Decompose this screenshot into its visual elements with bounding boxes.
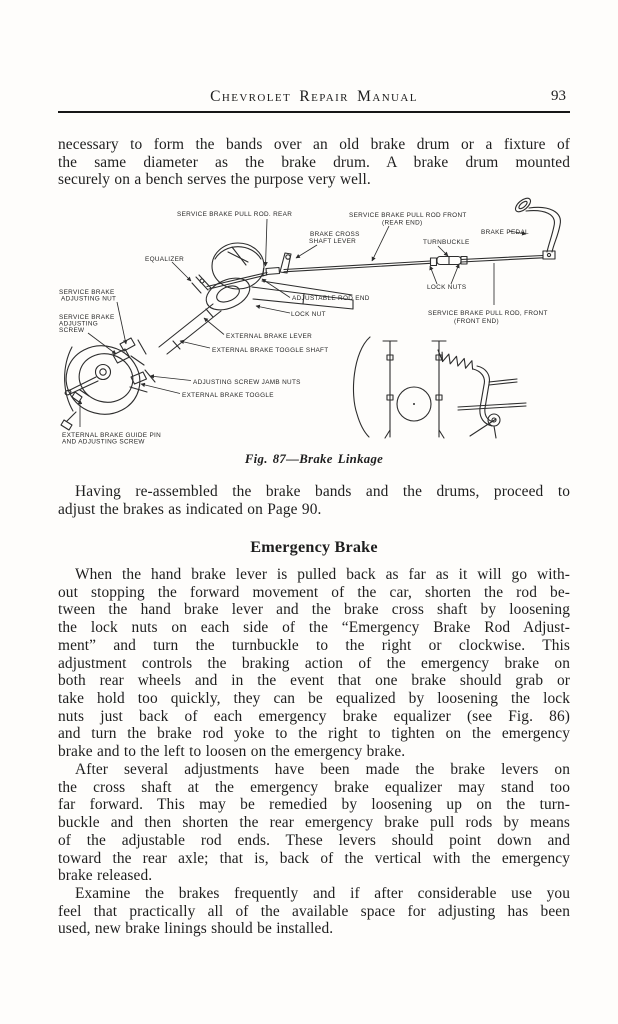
figure-label-service-brake-1: SERVICE BRAKE	[59, 289, 115, 296]
text-line: far forward. This may be remedied by loo…	[58, 796, 570, 814]
header-rule	[58, 111, 570, 113]
figure-label-rear-end: (REAR END)	[382, 220, 422, 227]
text-line: brake and to the left to loosen on the e…	[58, 743, 406, 761]
figure-label-external-brake-guide-pin: EXTERNAL BRAKE GUIDE PIN	[62, 432, 161, 439]
figure-caption: Fig. 87—Brake Linkage	[244, 452, 384, 466]
text-line: tween the hand brake lever and the brake…	[58, 601, 570, 619]
figure-label-adjusting-nut: ADJUSTING NUT	[61, 296, 116, 303]
page-title: Chevrolet Repair Manual	[210, 88, 418, 105]
text-line: When the hand brake lever is pulled back…	[75, 566, 570, 583]
text-line: used, new brake linings should be instal…	[58, 920, 334, 938]
text-line: nuts just back of each emergency brake e…	[58, 707, 570, 725]
figure-label-front-end: (FRONT END)	[454, 318, 499, 325]
figure-label-service-brake-pull-rod-rear: SERVICE BRAKE PULL ROD. REAR	[177, 211, 292, 218]
figure-label-lock-nuts: LOCK NUTS	[427, 284, 466, 291]
text-line: the same diameter as the brake drum. A b…	[58, 153, 570, 171]
text-line: both rear wheels and in the event that o…	[58, 672, 570, 690]
paragraph-having: Having re-assembled the brake bands and …	[58, 483, 570, 518]
figure-label-screw: SCREW	[59, 327, 85, 334]
text-line: toward the rear axle; that is, back of t…	[58, 849, 570, 867]
paragraph-when: When the hand brake lever is pulled back…	[58, 566, 570, 761]
figure-labels: SERVICE BRAKE PULL ROD. REAR SERVICE BRA…	[59, 211, 548, 446]
differential-drawing	[205, 242, 265, 311]
section-heading-emergency-brake: Emergency Brake	[250, 538, 378, 556]
figure-label-service-brake-2: SERVICE BRAKE	[59, 314, 115, 321]
brake-pedal-drawing	[514, 197, 561, 260]
text-line: ment” and turn the turnbuckle to the rig…	[58, 636, 570, 654]
page-number: 93	[551, 88, 566, 104]
pull-rod-drawing	[283, 254, 544, 273]
paragraph-intro: necessary to form the bands over an old …	[58, 136, 570, 189]
figure-label-adjusting-screw-jamb-nuts: ADJUSTING SCREW JAMB NUTS	[193, 379, 301, 386]
text-line: feel that practically all of the availab…	[58, 902, 570, 920]
text-line: necessary to form the bands over an old …	[58, 136, 570, 153]
figure-label-external-brake-lever: EXTERNAL BRAKE LEVER	[226, 333, 312, 340]
paragraph-examine: Examine the brakes frequently and if aft…	[58, 885, 570, 938]
figure-label-brake-cross: BRAKE CROSS	[310, 231, 360, 238]
brake-adjusters-drawing	[71, 337, 156, 403]
text-line: the cross shaft at the emergency brake e…	[58, 778, 570, 796]
figure-label-service-brake-pull-rod-front: SERVICE BRAKE PULL ROD FRONT	[349, 212, 467, 219]
text-line: adjust the brakes as indicated on Page 9…	[58, 500, 322, 518]
figure-label-and-adjusting-screw: AND ADJUSTING SCREW	[62, 439, 145, 446]
figure-label-adjusting: ADJUSTING	[59, 321, 98, 328]
figure-label-external-brake-toggle: EXTERNAL BRAKE TOGGLE	[182, 392, 274, 399]
left-axle-tube-drawing	[158, 303, 222, 355]
text-line: out stopping the forward movement of the…	[58, 583, 570, 601]
text-line: adjustment controls the braking action o…	[58, 654, 570, 672]
text-line: Having re-assembled the brake bands and …	[75, 483, 570, 500]
paragraph-after: After several adjustments have been made…	[58, 761, 570, 885]
text-line: buckle and then shorten the rear emergen…	[58, 814, 570, 832]
figure-label-service-brake-pull-rod-front-2: SERVICE BRAKE PULL ROD, FRONT	[428, 310, 548, 317]
text-line: Examine the brakes frequently and if aft…	[75, 885, 570, 902]
text-line: the lock nuts on each side of the “Emerg…	[58, 619, 570, 637]
text-line: take hold too quickly, they can be equal…	[58, 689, 570, 707]
page-header: Chevrolet Repair Manual 93	[58, 88, 570, 106]
text-line: brake released.	[58, 867, 153, 885]
right-axle-tube-drawing	[251, 280, 354, 310]
leader-lines	[77, 218, 527, 427]
figure-label-shaft-lever: SHAFT LEVER	[309, 238, 356, 245]
text-line: of the adjustable rod ends. These levers…	[58, 831, 570, 849]
figure-label-adjustable-rod-end: ADJUSTABLE ROD END	[292, 295, 370, 302]
figure-label-lock-nut: LOCK NUT	[291, 311, 326, 318]
text-line: securely on a bench serves the purpose v…	[58, 171, 371, 189]
equalizer-drawing	[191, 274, 212, 294]
text-line: and turn the brake rod yoke to the right…	[58, 725, 570, 743]
figure-label-brake-pedal: BRAKE PEDAL	[481, 229, 529, 236]
figure-label-turnbuckle: TURNBUCKLE	[423, 239, 470, 246]
figure-label-equalizer: EQUALIZER	[145, 256, 184, 263]
figure-label-external-brake-toggle-shaft: EXTERNAL BRAKE TOGGLE SHAFT	[212, 347, 328, 354]
text-line: After several adjustments have been made…	[75, 761, 570, 778]
frame-inset-drawing	[352, 336, 527, 439]
figure-brake-linkage: SERVICE BRAKE PULL ROD. REAR SERVICE BRA…	[59, 197, 561, 446]
